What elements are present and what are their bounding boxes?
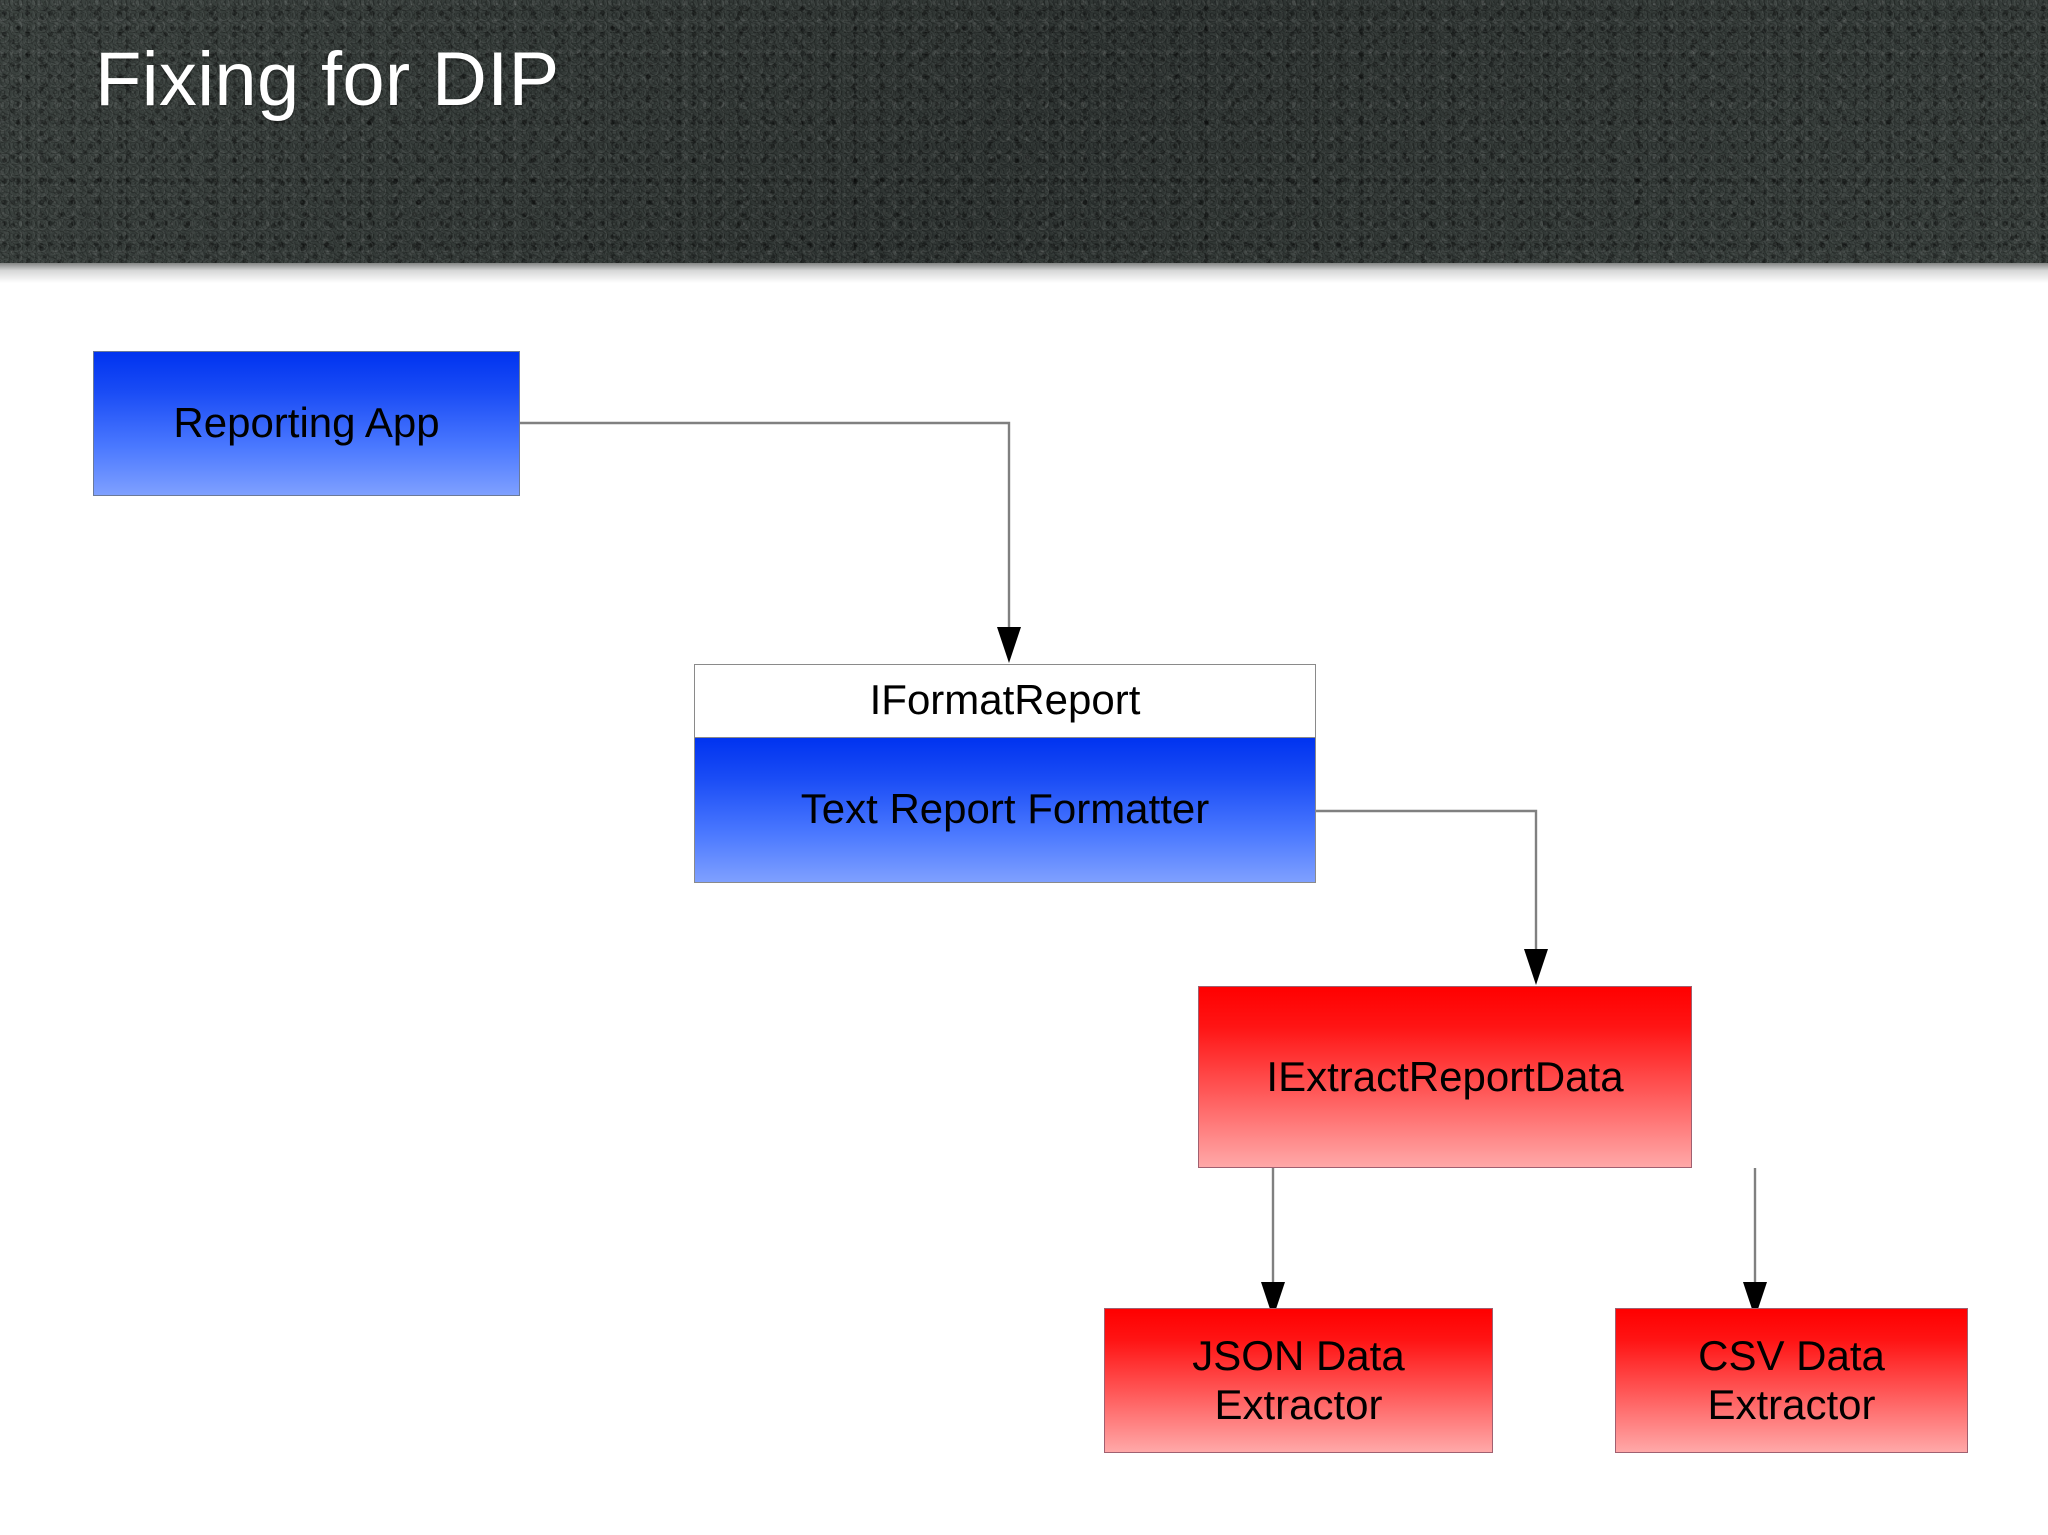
node-csv-data-extractor-label: CSV Data Extractor xyxy=(1698,1331,1885,1428)
node-format-report[interactable]: IFormatReport Text Report Formatter xyxy=(694,664,1316,883)
edge-app-to-format xyxy=(520,421,1021,663)
node-json-data-extractor-label: JSON Data Extractor xyxy=(1192,1331,1405,1428)
node-reporting-app-label: Reporting App xyxy=(173,399,440,447)
node-format-report-interface-band: IFormatReport xyxy=(695,665,1315,738)
node-csv-data-extractor[interactable]: CSV Data Extractor xyxy=(1615,1308,1968,1453)
node-json-data-extractor[interactable]: JSON Data Extractor xyxy=(1104,1308,1493,1453)
node-extract-report-data-label: IExtractReportData xyxy=(1266,1052,1624,1100)
edge-extract-to-json xyxy=(1261,1168,1285,1318)
node-format-report-interface-label: IFormatReport xyxy=(869,676,1141,724)
slide-title: Fixing for DIP xyxy=(95,37,560,122)
slide-header-band xyxy=(0,0,2048,263)
header-drop-shadow xyxy=(0,263,2048,283)
node-extract-report-data[interactable]: IExtractReportData xyxy=(1198,986,1692,1168)
node-format-report-impl-band: Text Report Formatter xyxy=(695,737,1315,882)
header-texture xyxy=(0,0,2048,263)
edge-extract-to-csv xyxy=(1743,1168,1767,1318)
edge-format-to-extract xyxy=(1316,809,1548,985)
node-reporting-app[interactable]: Reporting App xyxy=(93,351,520,496)
node-format-report-impl-label: Text Report Formatter xyxy=(800,785,1210,833)
